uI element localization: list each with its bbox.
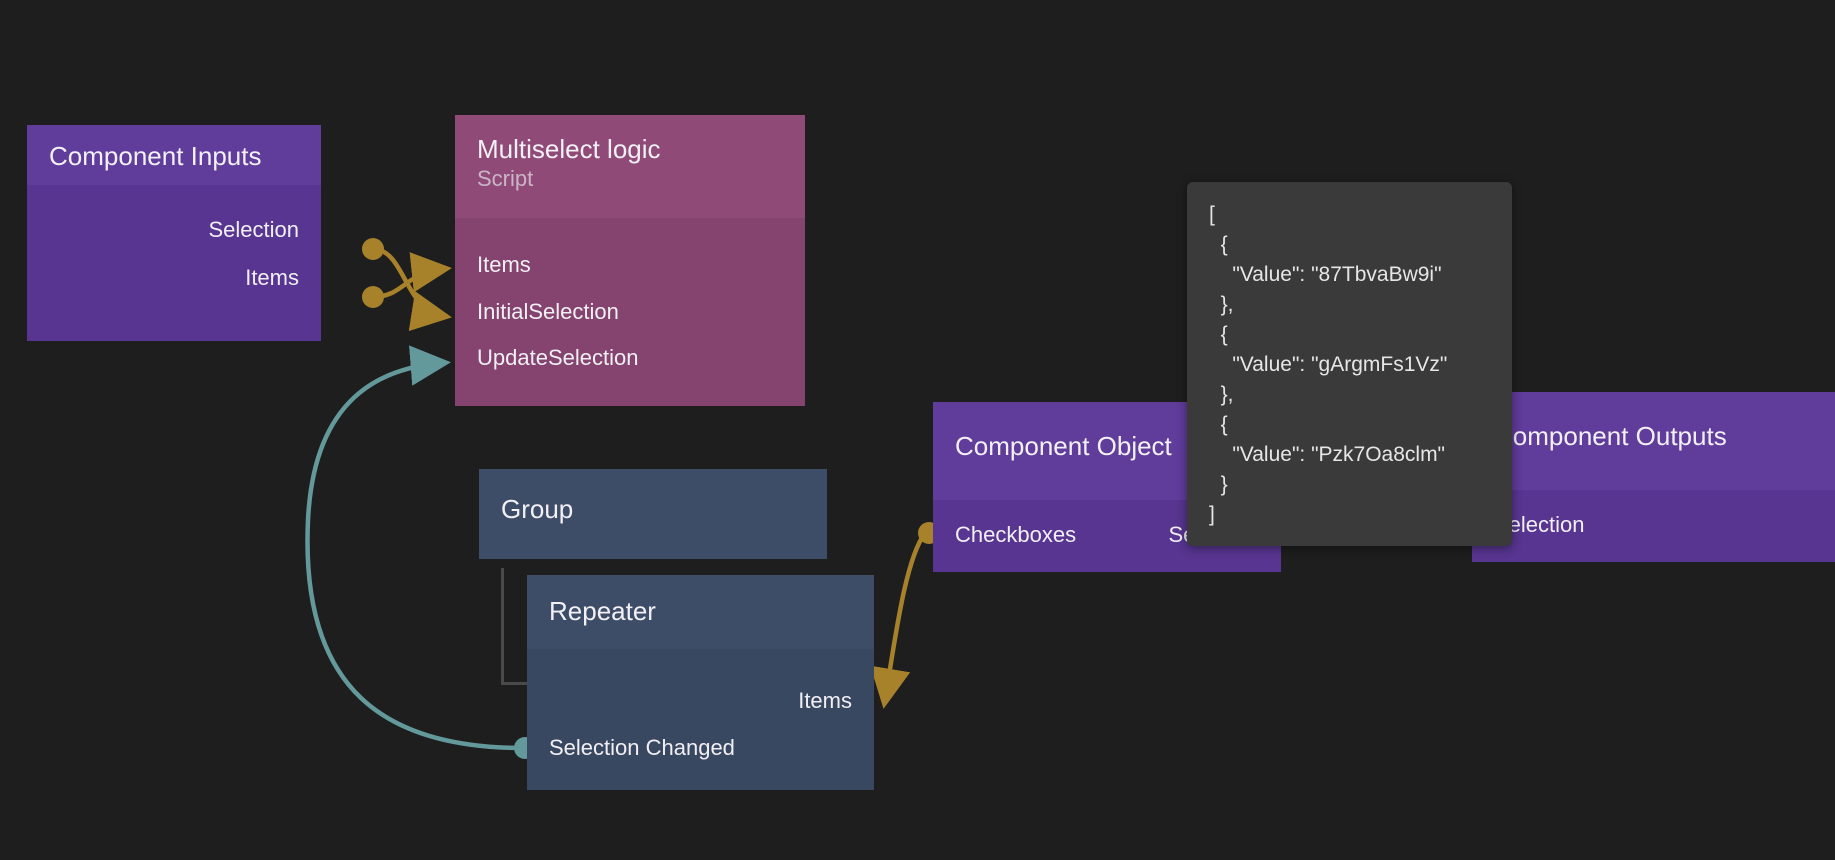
port-label-selection[interactable]: Selection [1494,512,1585,537]
node-body: Items Selection Changed [527,649,874,790]
port-label-updateselection[interactable]: UpdateSelection [477,345,639,370]
node-title: Component Outputs [1494,421,1727,451]
node-component-inputs[interactable]: Component Inputs Selection Items [27,125,321,341]
port-dot-inputs-selection[interactable] [362,238,384,260]
port-label-checkboxes[interactable]: Checkboxes [955,522,1077,547]
node-header: Multiselect logic Script [455,115,805,218]
port-label-initialselection[interactable]: InitialSelection [477,299,619,324]
node-title: Repeater [549,596,656,626]
node-title: Group [501,494,574,524]
node-body: Selection Items [27,185,321,341]
node-title: Component Inputs [49,141,262,171]
node-header: Component Inputs [27,125,321,185]
node-body: Selection [1472,490,1835,562]
json-tooltip-text: [ { "Value": "87TbvaBw9i" }, { "Value": … [1209,203,1448,527]
port-dot-inputs-items[interactable] [362,286,384,308]
wire-checkboxes-to-items [870,531,927,709]
json-value-tooltip: [ { "Value": "87TbvaBw9i" }, { "Value": … [1187,182,1512,547]
node-title: Multiselect logic [477,134,661,164]
node-title: Component Object [955,431,1172,461]
port-label-items[interactable]: Items [245,265,299,290]
port-label-items[interactable]: Items [477,252,531,277]
node-subtitle: Script [477,166,534,192]
wire-selection-to-initialselection [374,246,452,332]
node-header: Group [479,469,827,559]
node-group[interactable]: Group [479,469,827,559]
port-label-selection[interactable]: Selection [208,217,299,242]
node-repeater[interactable]: Repeater Items Selection Changed [527,575,874,790]
group-nesting-bracket [501,568,538,685]
node-header: Component Outputs [1472,392,1835,490]
port-label-selection-changed[interactable]: Selection Changed [549,735,735,760]
wire-items-to-items [374,252,452,300]
port-label-items[interactable]: Items [798,688,852,713]
node-header: Repeater [527,575,874,649]
node-component-outputs[interactable]: Component Outputs Selection [1472,392,1835,562]
node-multiselect-logic[interactable]: Multiselect logic Script Items InitialSe… [455,115,805,406]
node-body: Items InitialSelection UpdateSelection [455,218,805,406]
